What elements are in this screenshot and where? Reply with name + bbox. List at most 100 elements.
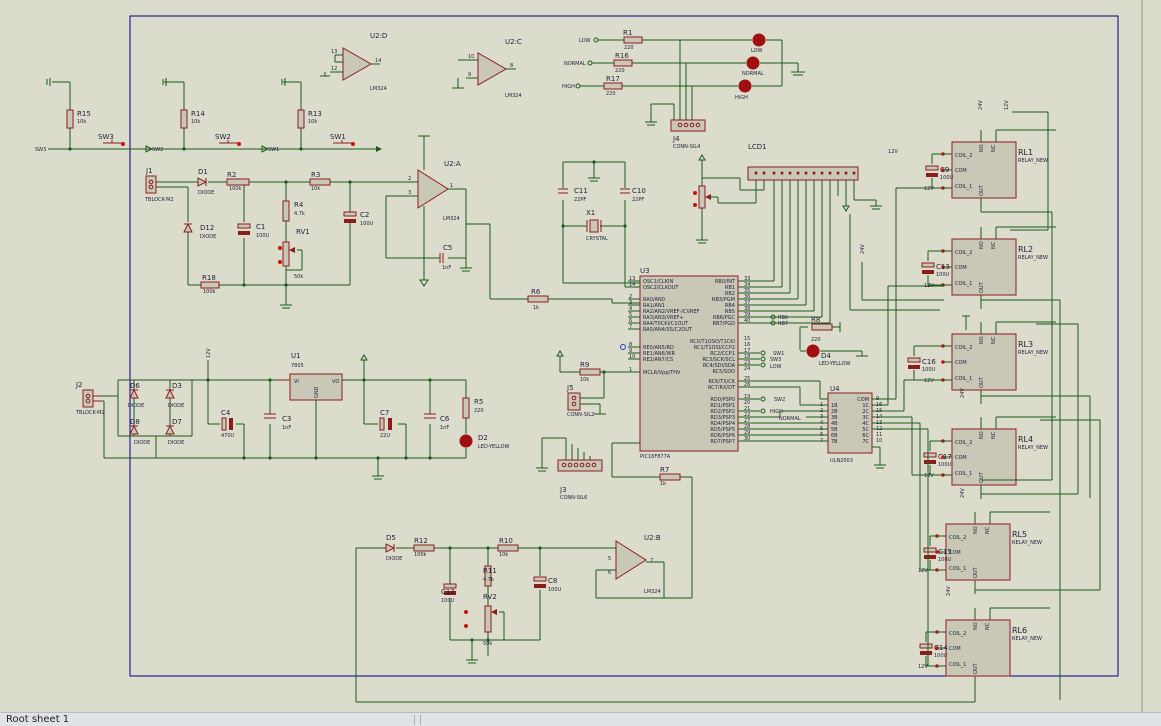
sw2-switch[interactable]: SW2 [215,133,241,146]
sheet-tab-root[interactable]: Root sheet 1 [6,714,70,725]
d4-led[interactable]: D4 LED-YELLOW [806,344,851,368]
c6-capacitor[interactable]: C6 1nF [424,413,450,431]
relay-supply: 12V [924,378,934,384]
r8-resistor[interactable]: R8 220 [811,316,833,343]
r13-resistor[interactable]: R13 10k [297,109,322,129]
lcd1-display[interactable]: LCD1 [747,143,859,181]
d6-diode[interactable]: D6 DIODE [128,382,144,409]
u3-pin-name: RA5/AN4/SS/C2OUT [643,327,693,333]
sw3-switch[interactable]: SW3 [98,133,125,146]
c10-capacitor[interactable]: C10 22PF [620,187,646,203]
u3-pin-number: 33 [744,276,750,282]
r18-resistor[interactable]: R18 100k [200,274,220,295]
c3-capacitor[interactable]: C3 1nF [264,413,291,431]
svg-text:U2:A: U2:A [444,160,461,168]
rv1-pot[interactable]: RV1 50k [278,228,310,280]
d3-diode[interactable]: D3 DIODE [165,382,184,409]
u3-pin-name: RC6/TX/CK [708,379,735,385]
r15-resistor[interactable]: R15 10k [66,109,91,129]
u4-pin-number: 4 [820,420,823,426]
u3-pin-name: RB5 [725,309,735,315]
u4-pin-name: 1B [831,403,838,409]
c5-capacitor[interactable]: C5 1nF [439,244,452,271]
d7-diode[interactable]: D7 DIODE [165,418,184,446]
d5-diode[interactable]: D5 DIODE [385,534,402,562]
svg-text:R3: R3 [311,171,320,179]
j3-connector[interactable]: J3 CONN-SIL6 [557,459,603,501]
u4-pin-number: 5 [820,426,823,432]
u2c-opamp[interactable]: U2:C LM324 10 9 8 [452,38,522,99]
c1-capacitor[interactable]: C1 100U [237,223,270,239]
r6-resistor[interactable]: R6 1k [527,288,549,311]
sw1-switch[interactable]: SW1 [330,133,355,146]
c11-capacitor[interactable]: C11 22PF [558,187,588,203]
r2-resistor[interactable]: R2 100k [226,171,250,192]
r16-resistor[interactable]: R16 220 [613,52,633,74]
rv2-pot[interactable]: RV2 50k [464,593,497,647]
u3-pin-number: 14 [629,282,635,288]
r17-resistor[interactable]: R17 220 [603,75,623,97]
d2-led[interactable]: D2 LED-YELLOW [459,434,510,450]
j2-terminal[interactable]: J2 TBLOCK-M2 [75,381,105,416]
r12-resistor[interactable]: R12 100k [413,537,435,558]
relay-cap-ref: C15 [938,548,952,556]
r10-resistor[interactable]: R10 10k [497,537,519,558]
svg-text:U2:B: U2:B [644,534,661,542]
c8-capacitor[interactable]: C8 100U [533,576,562,593]
lamp-normal[interactable]: NORMAL NORMAL [564,56,764,78]
r14-resistor[interactable]: R14 10k [180,109,205,129]
d1-diode[interactable]: D1 DIODE [197,168,214,196]
svg-text:TBLOCK-M2: TBLOCK-M2 [75,410,105,416]
r5-resistor[interactable]: R5 220 [462,397,484,419]
u4-pin-name: 5C [862,427,869,433]
lamp-low[interactable]: LOW LOW [579,33,766,55]
relay-no: NO [979,144,985,152]
d8-diode[interactable]: D8 DIODE [129,418,150,446]
relay-cap-val: 100U [934,653,948,659]
relay-out: OUT [979,471,985,483]
svg-text:D3: D3 [172,382,182,390]
x1-crystal[interactable]: X1 CRYSTAL [586,209,608,242]
svg-text:C7: C7 [380,409,389,417]
j4-connector[interactable]: J4 CONN-SIL4 [670,119,706,150]
svg-text:R5: R5 [474,398,483,406]
u2a-opamp[interactable]: U2:A LM324 2 3 1 [408,160,461,222]
label-rb6: RB6 [778,315,788,321]
lcd-contrast-pot[interactable] [693,185,711,209]
j1-terminal[interactable]: J1 TBLOCK-M2 [144,167,174,203]
j5-connector[interactable]: J5 CONN-SIL2 [566,384,594,418]
r1-resistor[interactable]: R1 220 [623,29,643,51]
r11-resistor[interactable]: R11 4.7k [483,565,497,587]
u2b-opamp[interactable]: U2:B LM324 5 6 7 [608,534,661,595]
d12-diode[interactable]: D12 DIODE [183,222,216,240]
u1-regulator[interactable]: U1 7805 VI VO GND [276,352,343,401]
svg-text:R4: R4 [294,201,304,209]
r9-resistor[interactable]: R9 10k [579,361,601,383]
u3-pin-number: 20 [744,400,750,406]
u2d-opamp[interactable]: U2:D LM324 13 12 14 [320,32,387,92]
svg-text:R6: R6 [531,288,541,296]
r7-resistor[interactable]: R7 1k [659,466,681,487]
c7-capacitor[interactable]: C7 22U [379,409,392,439]
svg-text:CONN-SIL6: CONN-SIL6 [560,495,587,501]
c4-capacitor[interactable]: C4 470U [221,409,235,439]
sheet-border [129,15,1119,677]
svg-text:7: 7 [650,558,653,564]
r4-resistor[interactable]: R4 4.7k [282,200,305,222]
r3-resistor[interactable]: R3 10k [309,171,331,192]
c12-capacitor[interactable]: C12 100U [441,583,457,604]
lamp-high[interactable]: HIGH HIGH [562,79,752,102]
c2-capacitor[interactable]: C2 100U [343,211,374,227]
lamp-low-bulb: LOW [751,48,763,54]
